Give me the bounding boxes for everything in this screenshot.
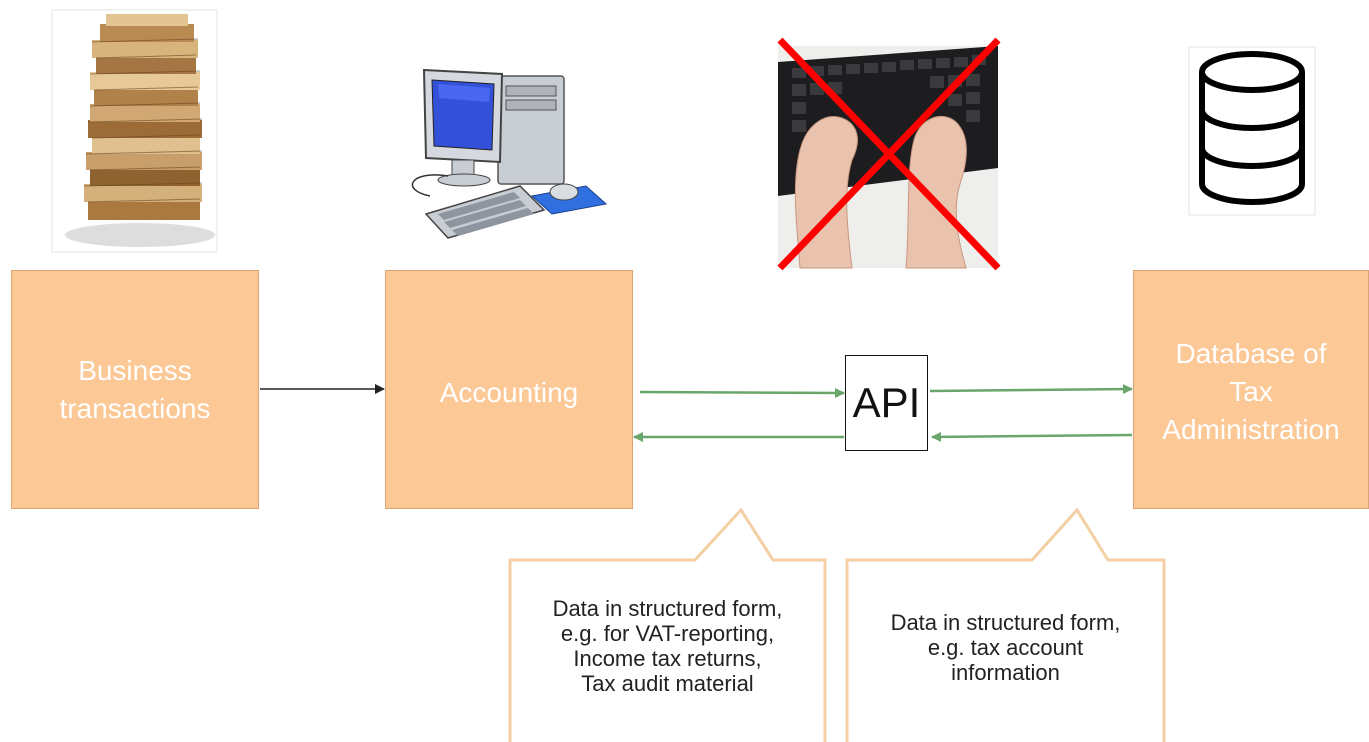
- callout-right-text: Data in structured form, e.g. tax accoun…: [890, 610, 1121, 685]
- business-transactions-box: Business transactions: [11, 270, 259, 509]
- paper-stack-icon: [51, 9, 218, 253]
- arrow-api-to-database: [929, 384, 1133, 395]
- database-of-tax-administration-box: Database of Tax Administration: [1133, 270, 1369, 509]
- desktop-computer-icon: [411, 68, 608, 239]
- accounting-label: Accounting: [439, 377, 579, 408]
- callout-left-text: Data in structured form, e.g. for VAT-re…: [552, 596, 783, 696]
- database-label: Database of Tax Administration: [1162, 338, 1340, 445]
- database-icon: [1188, 46, 1316, 216]
- api-box: API: [845, 355, 928, 451]
- business-transactions-label: Business transactions: [59, 354, 211, 424]
- green-arrows: [633, 384, 1133, 442]
- keyboard-typing-icon: [777, 37, 1001, 271]
- accounting-box: Accounting: [385, 270, 633, 509]
- callout-right-outline: [845, 507, 1166, 742]
- arrow-database-to-api: [931, 431, 1133, 442]
- api-label: API: [852, 379, 921, 426]
- arrow-accounting-to-api: [639, 387, 845, 398]
- callout-left-outline: [508, 507, 827, 742]
